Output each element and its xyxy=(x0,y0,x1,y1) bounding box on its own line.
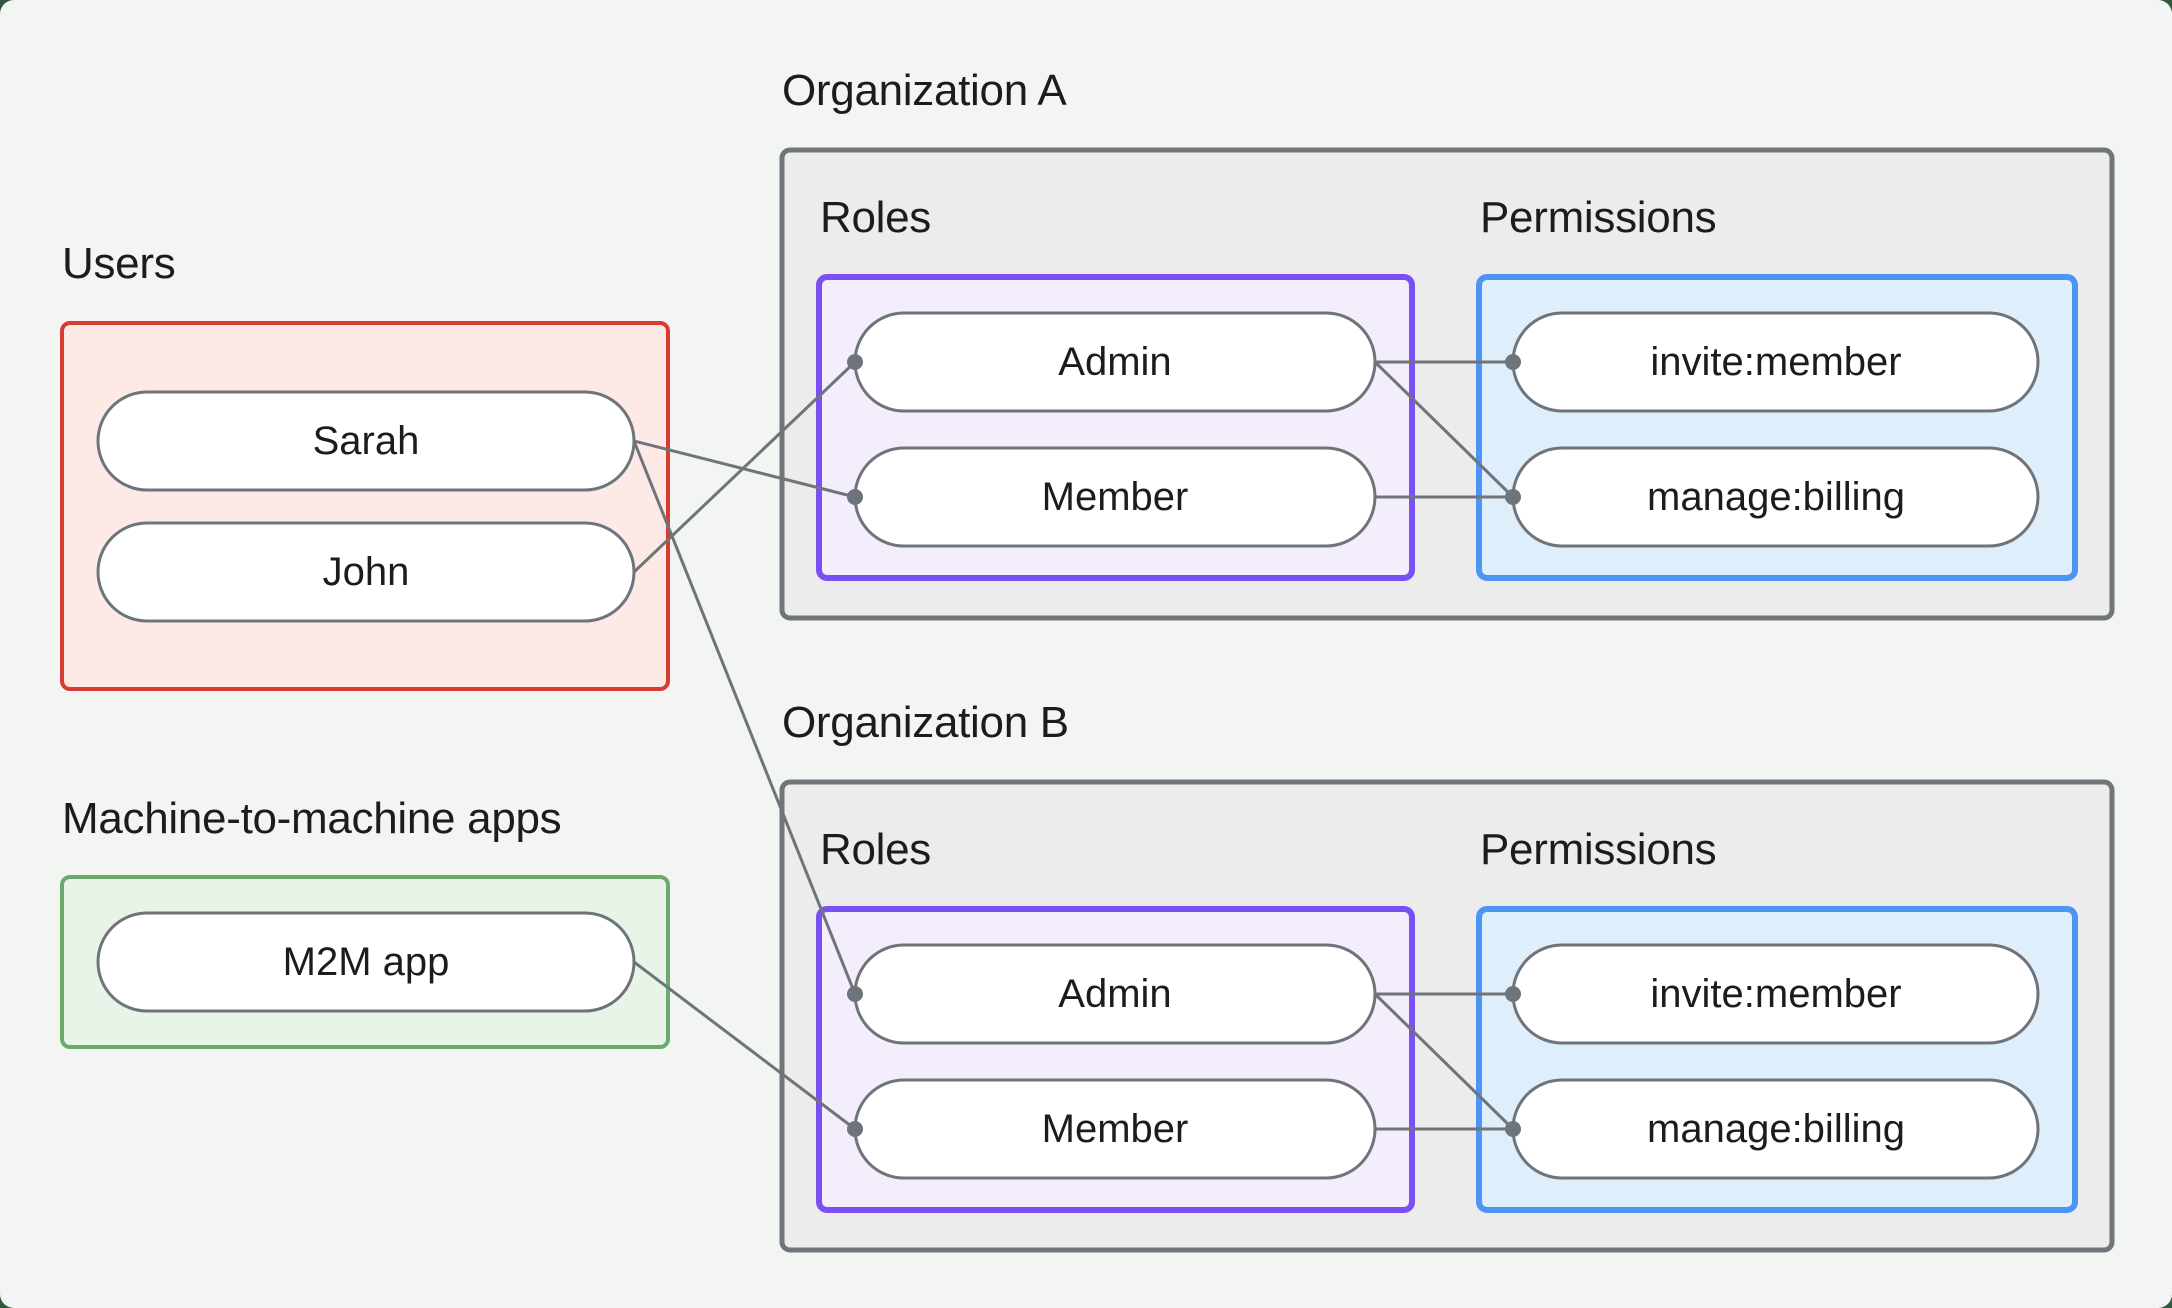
org-a-group: Organization A Roles Permissions Admin M… xyxy=(779,66,2115,621)
dot-orgB-invite-member xyxy=(1505,986,1521,1002)
edge-orgB-admin-manage-billing xyxy=(1373,992,1515,1131)
users-group: Users Sarah John xyxy=(60,239,670,691)
m2m-label: Machine-to-machine apps xyxy=(62,794,561,843)
org-a-role-member-label: Member xyxy=(1042,475,1189,519)
edge-sarah-orgA-member xyxy=(633,439,856,499)
org-a-roles-label: Roles xyxy=(820,193,931,242)
users-box xyxy=(60,321,670,691)
edges-group xyxy=(632,360,1515,1131)
org-a-permission-manage-billing-label: manage:billing xyxy=(1647,475,1905,519)
dot-orgA-admin xyxy=(847,354,863,370)
dot-orgB-member xyxy=(847,1121,863,1137)
edge-dots-group xyxy=(847,354,1521,1137)
m2m-group: Machine-to-machine apps M2M app xyxy=(60,794,670,1049)
dot-orgA-invite-member xyxy=(1505,354,1521,370)
dot-orgB-manage-billing xyxy=(1505,1121,1521,1137)
edge-sarah-orgB-admin xyxy=(632,440,857,995)
org-b-roles-label: Roles xyxy=(820,825,931,874)
org-a-role-admin-label: Admin xyxy=(1058,340,1171,384)
edge-orgA-admin-manage-billing xyxy=(1373,360,1515,499)
m2m-node-app-label: M2M app xyxy=(283,940,450,984)
org-b-group: Organization B Roles Permissions Admin M… xyxy=(779,698,2115,1253)
dot-orgA-member xyxy=(847,489,863,505)
dot-orgB-admin xyxy=(847,986,863,1002)
org-b-title: Organization B xyxy=(782,698,1069,747)
dot-orgA-manage-billing xyxy=(1505,489,1521,505)
org-b-permission-invite-member-label: invite:member xyxy=(1650,972,1901,1016)
edge-m2m-orgB-member xyxy=(633,960,856,1131)
org-b-role-admin-label: Admin xyxy=(1058,972,1171,1016)
org-a-permissions-label: Permissions xyxy=(1480,193,1716,242)
user-node-sarah-label: Sarah xyxy=(313,419,420,463)
org-b-role-member-label: Member xyxy=(1042,1107,1189,1151)
users-label: Users xyxy=(62,239,175,288)
org-b-permissions-label: Permissions xyxy=(1480,825,1716,874)
org-a-permission-invite-member-label: invite:member xyxy=(1650,340,1901,384)
org-a-title: Organization A xyxy=(782,66,1067,115)
user-node-john-label: John xyxy=(323,550,410,594)
org-b-permission-manage-billing-label: manage:billing xyxy=(1647,1107,1905,1151)
